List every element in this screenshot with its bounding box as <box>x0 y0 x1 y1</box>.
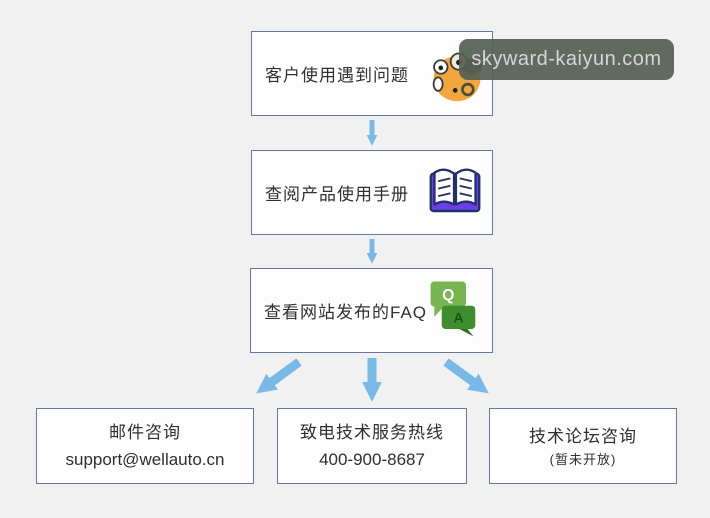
outcome-hotline-title: 致电技术服务热线 <box>300 423 444 442</box>
step-manual-label: 查阅产品使用手册 <box>265 185 409 204</box>
arrow-branch-left <box>256 358 302 394</box>
flow-step-faq: 查看网站发布的FAQ Q A <box>250 268 493 353</box>
watermark-badge: skyward-kaiyun.com <box>459 39 674 80</box>
outcome-email-title: 邮件咨询 <box>109 423 181 442</box>
arrow-branch-right <box>443 358 489 394</box>
outcome-email: 邮件咨询 support@wellauto.cn <box>36 408 254 484</box>
flow-step-manual: 查阅产品使用手册 <box>251 150 493 235</box>
outcome-hotline: 致电技术服务热线 400-900-8687 <box>277 408 467 484</box>
qa-bubbles-icon: Q A <box>425 278 479 343</box>
step-faq-label: 查看网站发布的FAQ <box>264 303 428 322</box>
outcome-forum: 技术论坛咨询 (暂未开放) <box>489 408 677 484</box>
qa-q-letter: Q <box>442 287 454 304</box>
outcome-forum-note: (暂未开放) <box>549 451 617 467</box>
outcome-forum-title: 技术论坛咨询 <box>529 426 637 446</box>
flow-step-problem: 客户使用遇到问题 <box>251 31 493 116</box>
open-book-icon <box>427 163 483 222</box>
watermark-text: skyward-kaiyun.com <box>471 48 662 70</box>
step-problem-label: 客户使用遇到问题 <box>265 66 409 85</box>
outcome-hotline-number: 400-900-8687 <box>319 450 425 469</box>
qa-a-letter: A <box>453 309 463 325</box>
outcome-email-address: support@wellauto.cn <box>65 450 225 469</box>
